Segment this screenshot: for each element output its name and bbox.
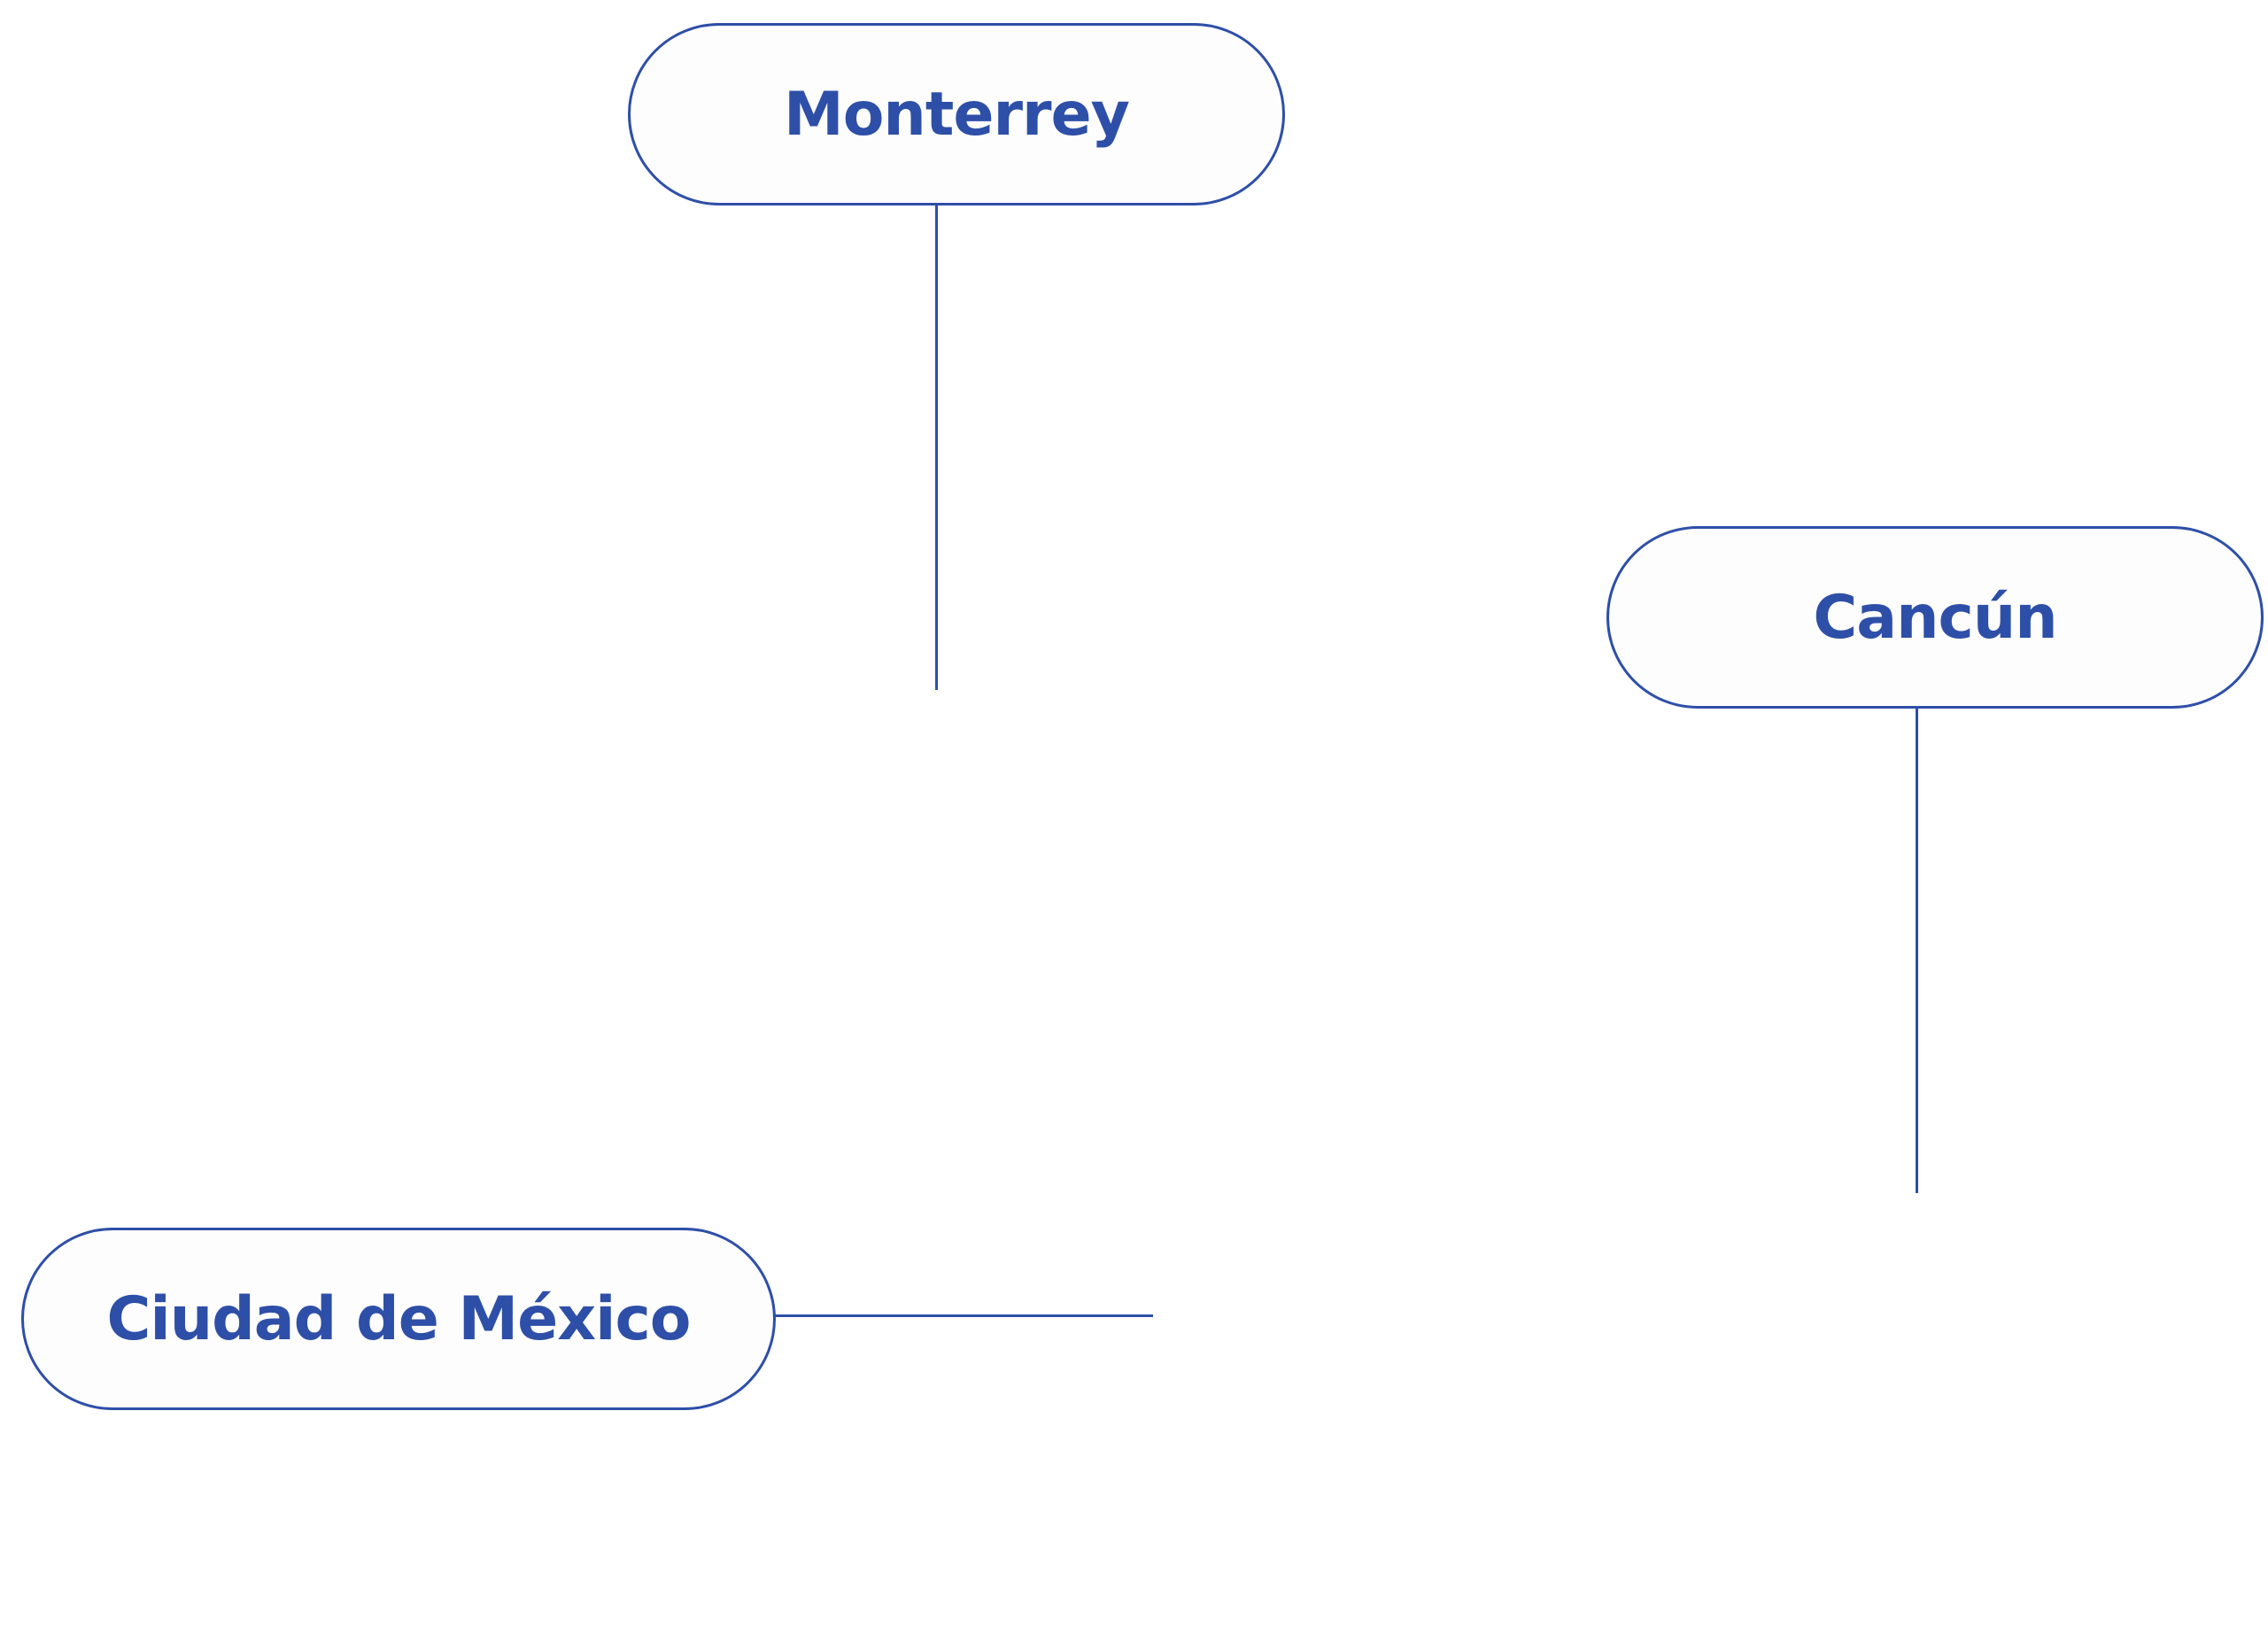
node-ciudad-de-mexico-label: Ciudad de México (106, 1283, 692, 1354)
node-monterrey-label: Monterrey (784, 79, 1130, 150)
node-monterrey: Monterrey (628, 23, 1285, 205)
node-ciudad-de-mexico: Ciudad de México (21, 1228, 776, 1410)
node-cancun-label: Cancún (1813, 582, 2057, 653)
cancun-connector-line (1916, 707, 1918, 1193)
node-cancun: Cancún (1606, 526, 2264, 709)
monterrey-connector-line (935, 205, 938, 690)
ciudad-de-mexico-connector-line (767, 1314, 1153, 1317)
